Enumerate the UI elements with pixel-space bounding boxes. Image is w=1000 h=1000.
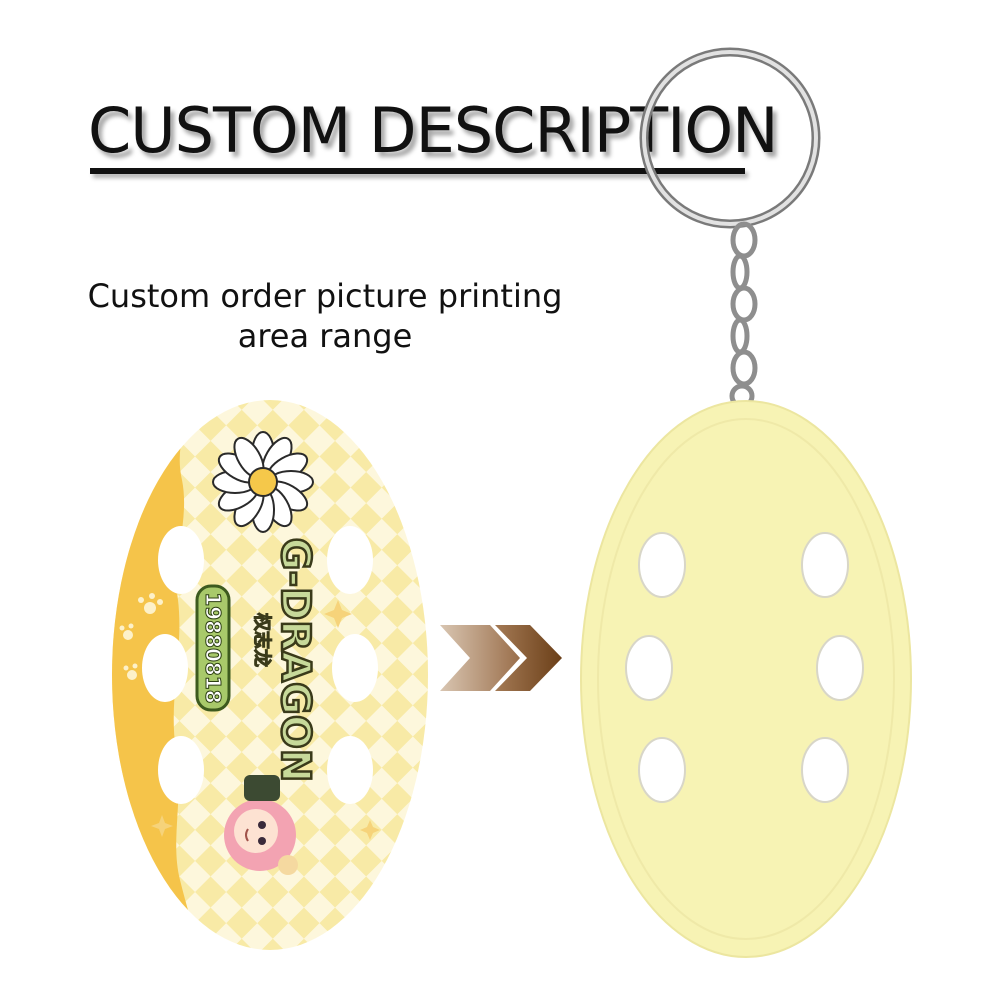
keychain-chain-icon bbox=[729, 221, 758, 409]
caption-line-2: area range bbox=[237, 317, 413, 355]
daisy-icon bbox=[212, 431, 314, 533]
printing-area-caption: Custom order picture printing area range bbox=[60, 276, 590, 356]
custom-description-heading: CUSTOM DESCRIPTION bbox=[88, 94, 779, 167]
caption-line-1: Custom order picture printing bbox=[87, 277, 563, 315]
blank-keychain-body bbox=[580, 400, 912, 958]
keychain-ring-icon bbox=[639, 47, 821, 229]
print-date-text: 19880818 bbox=[201, 592, 225, 703]
print-design-preview: G-DRAGON 权志龙 19880818 bbox=[112, 400, 428, 950]
direction-arrow-icon bbox=[440, 625, 562, 691]
print-subtitle-text: 权志龙 bbox=[251, 612, 273, 667]
heading-underline bbox=[90, 168, 745, 174]
chibi-character-icon bbox=[224, 775, 298, 875]
print-title-text: G-DRAGON bbox=[272, 538, 318, 783]
